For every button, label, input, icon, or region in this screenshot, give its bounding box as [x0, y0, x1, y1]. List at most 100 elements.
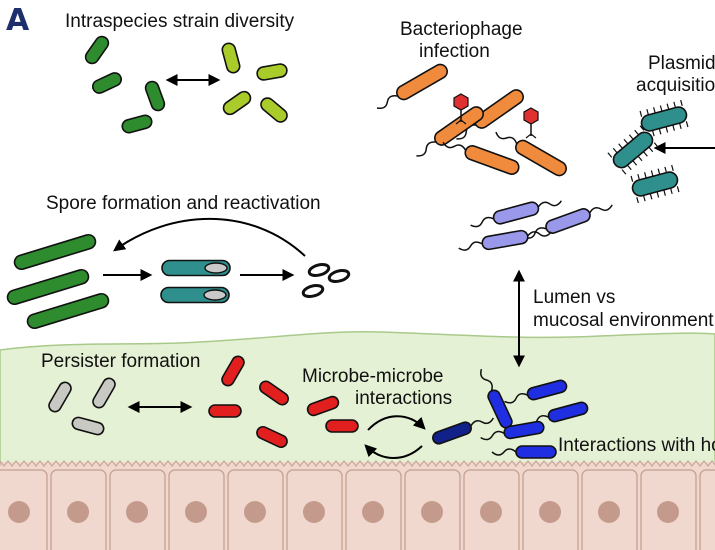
pilus [656, 191, 660, 198]
vegetative-bacterium-body [26, 292, 110, 330]
pilus [676, 186, 680, 193]
phage-legs [455, 119, 467, 125]
pilus [648, 146, 654, 153]
pilus [685, 121, 689, 128]
epithelial-cell [699, 469, 715, 550]
pilus [630, 175, 634, 182]
pilus [659, 105, 663, 112]
phage-infected-bacterium-body [464, 145, 520, 175]
red-bacterium [306, 395, 340, 417]
label-microbe-line2: interactions [355, 388, 452, 409]
cell-nucleus [244, 501, 266, 523]
pilus [639, 110, 643, 117]
persister-cell-body [92, 377, 116, 409]
lime-strain-bacterium-body [260, 97, 288, 123]
bacterium-flagellum [442, 141, 467, 151]
pilus [643, 151, 648, 157]
lumen-bacterium-body [492, 201, 540, 225]
bacterium-flagellum [480, 430, 505, 441]
bacterium-flagellum [527, 231, 552, 237]
label-plasmid-line1: Plasmid [648, 53, 715, 74]
microvilli [0, 460, 715, 467]
epithelial-cells [0, 460, 715, 550]
red-bacterium-body [208, 404, 242, 418]
pilus [632, 160, 638, 166]
bacterium-flagellum [537, 200, 563, 208]
pilus [653, 142, 659, 148]
bacterium-flagellum [504, 392, 529, 404]
pilus [637, 155, 643, 162]
label-host: Interactions with host [558, 435, 715, 456]
green-strain-bacterium-body [84, 35, 110, 65]
pilus [621, 169, 627, 175]
arrow-microbe-bottom [364, 444, 423, 459]
phage-infected-bacterium-body [515, 139, 567, 177]
pilus [665, 126, 669, 133]
label-phage-line2: infection [419, 41, 490, 62]
persister-cell [92, 377, 116, 409]
endospore [204, 262, 228, 274]
lime-strain-bacterium-body [222, 90, 252, 116]
label-microbe-line1: Microbe-microbe [302, 366, 443, 387]
green-strain-bacterium [144, 80, 166, 112]
phage-legs [525, 133, 537, 139]
persister-cell-body [48, 381, 72, 413]
phage-head [523, 107, 539, 125]
epithelium [0, 460, 715, 550]
persister-cell [71, 416, 105, 436]
pilus [644, 172, 647, 179]
blue-bacterium [504, 379, 568, 404]
red-bacterium-body [325, 419, 359, 433]
green-strain-bacterium-body [91, 72, 123, 94]
green-strain-bacterium [91, 72, 123, 94]
pilus [666, 103, 670, 110]
lumen-bacterium [458, 229, 552, 251]
cell-nucleus [126, 501, 148, 523]
pilus [637, 173, 640, 181]
cell-nucleus [598, 501, 620, 523]
plasmid-bacterium-body [631, 171, 679, 197]
vegetative-bacterium-body [6, 268, 90, 306]
spore-coat [301, 284, 325, 298]
navy-bacterium [432, 417, 494, 445]
label-persister: Persister formation [41, 351, 200, 372]
lime-strain-bacterium [222, 90, 252, 116]
pilus [634, 129, 640, 136]
cell-nucleus [362, 501, 384, 523]
bacterium-flagellum [588, 204, 613, 214]
pilus [653, 107, 656, 114]
plasmid-bacterium [607, 125, 659, 175]
lumen-bacterium [470, 200, 563, 228]
pilus [670, 187, 673, 195]
blue-bacterium [491, 445, 557, 459]
green-strain-bacterium [84, 35, 110, 65]
red-bacterium-body [306, 395, 340, 417]
pilus [664, 166, 668, 173]
phage-infected-bacterium-body [473, 89, 525, 129]
lime-strain-bacterium [260, 97, 288, 123]
blue-bacterium-body [515, 445, 557, 459]
lumen-bacterium-body [545, 208, 591, 234]
red-bacterium [259, 380, 289, 406]
cell-nucleus [539, 501, 561, 523]
mucus-layer [0, 331, 715, 471]
bacterium-flagellum [495, 131, 518, 145]
lumen-bacterium [523, 204, 613, 239]
pilus [628, 134, 634, 140]
pilus [639, 125, 645, 131]
cell-nucleus [67, 501, 89, 523]
red-bacterium [325, 419, 359, 433]
lumen-bacterium-body [481, 229, 529, 251]
bacterium-flagellum [416, 141, 437, 157]
red-bacterium-body [259, 380, 289, 406]
phage-infected-bacterium [495, 131, 567, 177]
cell-nucleus [657, 501, 679, 523]
free-spore [327, 269, 351, 283]
pilus [626, 164, 632, 171]
free-spore [301, 284, 325, 298]
bacteria-layer [6, 35, 689, 459]
bacterium-flagellum [470, 216, 495, 228]
bacterium-flagellum [458, 241, 483, 251]
